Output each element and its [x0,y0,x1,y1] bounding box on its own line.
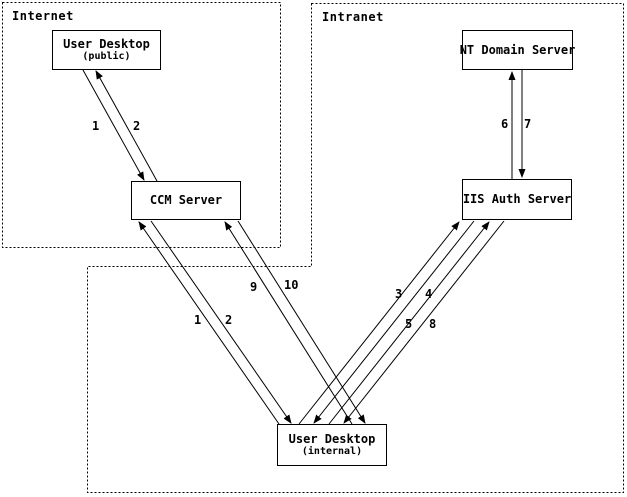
edge-label-step1-internal: 1 [194,313,202,327]
node-user-desktop-internal-title: User Desktop [288,432,376,446]
arrow-1-internal-desktop-to-ccm [138,221,280,425]
node-iis-auth-server: IIS Auth Server [462,179,572,220]
internet-zone-border [2,2,281,248]
arrow-10-ccm-to-internal-desktop [237,220,366,424]
node-nt-domain-server: NT Domain Server [459,30,576,70]
node-nt-domain-server-title: NT Domain Server [459,42,576,57]
node-ccm-server: CCM Server [131,181,241,220]
arrow-2-ccm-to-internal-desktop [150,220,292,424]
arrow-8-iis-to-internal-desktop [343,220,505,424]
edge-label-step7: 7 [524,117,532,131]
edge-label-step2-internal: 2 [225,313,233,327]
edge-label-step10: 10 [284,278,299,292]
edge-label-step2-public: 2 [133,119,141,133]
edge-label-step8: 8 [429,317,437,331]
arrow-1-public-desktop-to-ccm [82,69,145,181]
node-ccm-server-title: CCM Server [149,193,223,207]
arrow-9-internal-desktop-to-ccm [224,221,353,425]
node-user-desktop-public-subtitle: (public) [82,51,131,62]
node-user-desktop-internal-subtitle: (internal) [301,446,363,457]
intranet-zone-border [87,3,624,493]
node-user-desktop-public-title: User Desktop [63,37,150,51]
edge-label-step5: 5 [405,317,413,331]
internet-zone-label: Internet [12,9,74,23]
edge-label-step3: 3 [395,287,403,301]
edge-label-step6: 6 [501,117,509,131]
intranet-zone-label: Intranet [322,10,384,24]
node-user-desktop-internal: User Desktop (internal) [277,424,387,466]
arrow-2-ccm-to-public-desktop [95,70,158,182]
edge-label-step9: 9 [250,280,258,294]
arrow-4-iis-to-internal-desktop [313,220,475,424]
edge-label-step1-public: 1 [92,119,100,133]
node-user-desktop-public: User Desktop (public) [52,30,161,70]
node-iis-auth-server-title: IIS Auth Server [462,192,572,206]
arrow-3-internal-desktop-to-iis [298,221,460,425]
edge-label-step4: 4 [425,287,433,301]
arrow-5-internal-desktop-to-iis [328,221,490,425]
